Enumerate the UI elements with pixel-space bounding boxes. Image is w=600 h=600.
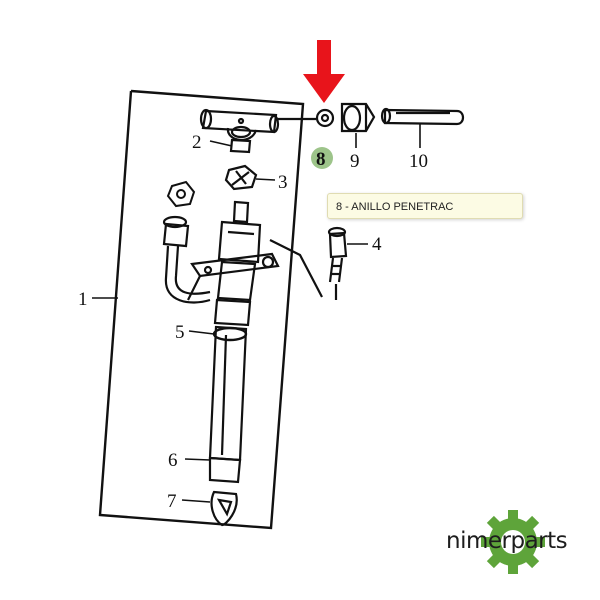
union-nut bbox=[340, 102, 376, 133]
nozzle-tip-7 bbox=[210, 490, 238, 527]
callout-1: 1 bbox=[78, 289, 88, 310]
assembly-frame bbox=[98, 89, 305, 530]
callout-10: 10 bbox=[409, 151, 428, 172]
callout-7: 7 bbox=[167, 491, 177, 512]
washer-5 bbox=[212, 326, 248, 342]
callout-5: 5 bbox=[175, 322, 185, 343]
highlight-badge[interactable] bbox=[311, 147, 333, 169]
leak-off-fitting bbox=[162, 215, 211, 304]
callout-4: 4 bbox=[372, 234, 382, 255]
pipe-segment bbox=[380, 107, 465, 126]
brand-logo-text: nimerparts bbox=[446, 528, 568, 554]
tooltip-text: 8 - ANILLO PENETRAC bbox=[336, 201, 454, 213]
red-down-arrow-icon bbox=[303, 40, 345, 103]
callout-2: 2 bbox=[192, 132, 202, 153]
loose-nut bbox=[166, 180, 196, 208]
callout-6: 6 bbox=[168, 450, 178, 471]
callout-9: 9 bbox=[350, 151, 360, 172]
tee-fitting bbox=[199, 108, 316, 154]
nut-3 bbox=[224, 164, 258, 191]
bolt-4 bbox=[327, 226, 348, 300]
callout-3: 3 bbox=[278, 172, 288, 193]
callout-8[interactable]: 8 bbox=[316, 149, 326, 170]
penetrac-ring bbox=[315, 108, 335, 128]
part-tooltip: 8 - ANILLO PENETRAC bbox=[327, 193, 523, 219]
callout-leaders bbox=[92, 124, 421, 503]
clamp-bracket bbox=[187, 239, 323, 301]
injector-body bbox=[208, 200, 262, 484]
gear-logo-icon bbox=[481, 510, 545, 574]
